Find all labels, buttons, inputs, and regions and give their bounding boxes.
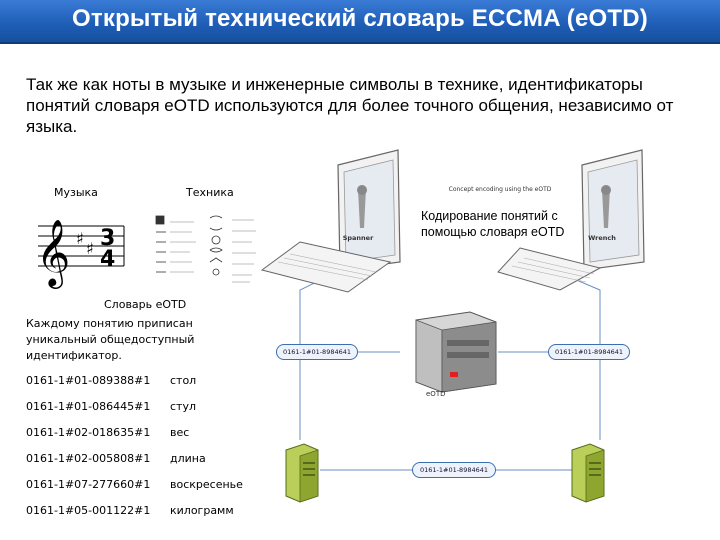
left-id-oval: 0161-1#01-8984641: [276, 344, 358, 360]
left-monitor: [260, 149, 401, 293]
music-label: Музыка: [54, 186, 98, 199]
concept-word: килограмм: [170, 504, 234, 517]
svg-text:𝄞: 𝄞: [36, 218, 70, 289]
concept-id: 0161-1#01-086445#1: [26, 400, 151, 413]
svg-text:♯: ♯: [76, 229, 84, 248]
left-computer: [285, 443, 319, 503]
slide-title: Открытый технический словарь ECCMA (eOTD…: [72, 5, 648, 32]
concept-id: 0161-1#02-005808#1: [26, 452, 151, 465]
concept-word: длина: [170, 452, 206, 465]
title-bar: Открытый технический словарь ECCMA (eOTD…: [0, 0, 720, 44]
list-item: 0161-1#01-086445#1 стул: [26, 400, 286, 416]
list-item: 0161-1#02-005808#1 длина: [26, 452, 286, 468]
svg-text:3: 3: [100, 226, 115, 251]
list-item: 0161-1#07-277660#1 воскресенье: [26, 478, 286, 494]
server-label: eOTD: [426, 390, 446, 398]
list-item: 0161-1#05-001122#1 килограмм: [26, 504, 286, 520]
concept-id: 0161-1#02-018635#1: [26, 426, 151, 439]
svg-text:4: 4: [100, 247, 115, 272]
left-monitor-word: Spanner: [342, 234, 374, 242]
bottom-id-oval: 0161-1#01-8984641: [412, 462, 496, 478]
tech-symbols: [155, 215, 256, 283]
right-id-oval: 0161-1#01-8984641: [548, 344, 630, 360]
music-staff: 𝄞 ♯ ♯ 3 4: [36, 218, 125, 289]
coding-label: Кодирование понятий с помощью словаря eO…: [421, 208, 577, 240]
concept-word: стол: [170, 374, 197, 387]
concept-caption: Concept encoding using the eOTD: [448, 186, 552, 193]
eotd-server: [415, 311, 497, 393]
intro-paragraph: Так же как ноты в музыке и инженерные си…: [26, 75, 674, 136]
right-monitor: [497, 149, 645, 291]
svg-text:♯: ♯: [86, 239, 94, 258]
list-item: 0161-1#02-018635#1 вес: [26, 426, 286, 442]
tech-label: Техника: [186, 186, 234, 199]
concept-word: стул: [170, 400, 196, 413]
concept-id: 0161-1#01-089388#1: [26, 374, 151, 387]
concept-id: 0161-1#07-277660#1: [26, 478, 151, 491]
list-item: 0161-1#01-089388#1 стол: [26, 374, 286, 390]
concept-id: 0161-1#05-001122#1: [26, 504, 151, 517]
right-computer: [571, 443, 605, 503]
right-monitor-word: Wrench: [588, 234, 616, 242]
dictionary-title: Словарь eOTD: [104, 298, 187, 311]
concept-word: вес: [170, 426, 190, 439]
concept-word: воскресенье: [170, 478, 243, 491]
dictionary-description: Каждому понятию приписан уникальный обще…: [26, 317, 195, 362]
